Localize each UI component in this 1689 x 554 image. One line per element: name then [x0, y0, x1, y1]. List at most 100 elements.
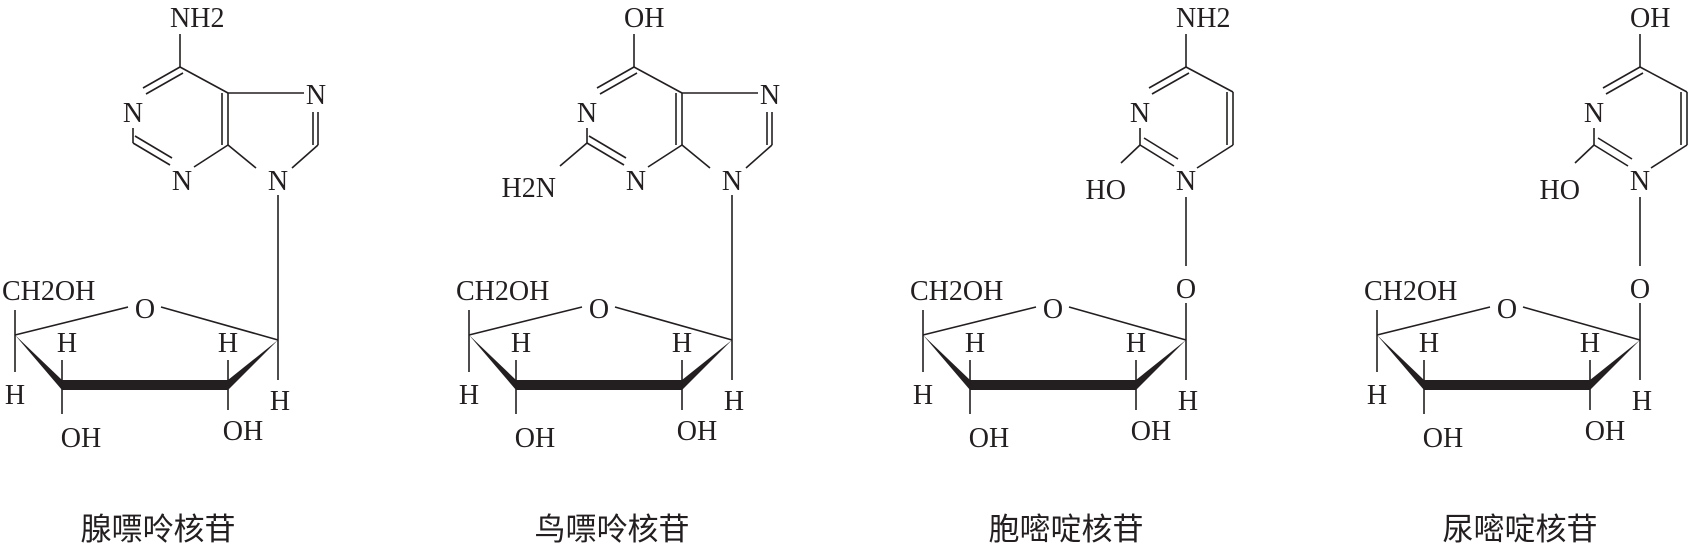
bond	[647, 144, 683, 168]
bond	[193, 144, 229, 168]
h-label: H	[57, 328, 77, 359]
nitrogen-label: N	[268, 166, 288, 197]
bond	[633, 66, 683, 94]
amino-label: H2N	[502, 173, 556, 204]
wedge-bond-c4-c3	[1377, 335, 1424, 390]
nitrogen-label: N	[172, 166, 192, 197]
double-bond	[1593, 144, 1629, 167]
bond-c2-hydroxyl	[1574, 144, 1595, 164]
linking-oxygen-label: O	[1176, 274, 1196, 305]
bond-o-c1	[1068, 306, 1187, 341]
ch2oh-label: CH2OH	[910, 276, 1003, 307]
bond	[291, 144, 319, 169]
nitrogen-label: N	[1630, 166, 1650, 197]
h-label: H	[218, 328, 238, 359]
double-bond	[599, 72, 638, 95]
double-bond	[132, 142, 171, 166]
hydroxyl-label: OH	[1423, 423, 1463, 454]
wedge-bond-c4-c3	[15, 335, 62, 390]
double-bond	[588, 135, 627, 159]
double-bond	[1143, 137, 1179, 160]
double-bond	[1602, 66, 1641, 89]
h-label: H	[1367, 380, 1387, 411]
bond-c4-o	[14, 306, 129, 336]
h-label: H	[1419, 328, 1439, 359]
bond-o-c1	[1522, 306, 1641, 341]
double-bond	[1139, 144, 1175, 167]
h-label: H	[724, 386, 744, 417]
hydroxyl-label: OH	[1131, 416, 1171, 447]
hydroxyl-label: OH	[677, 416, 717, 447]
wedge-bond-c2-c1	[682, 340, 732, 390]
nitrogen-label: N	[760, 80, 780, 111]
nitrogen-label: N	[1584, 98, 1604, 129]
ring-oxygen-label: O	[1043, 294, 1063, 325]
h-label: H	[1632, 386, 1652, 417]
double-bond	[134, 135, 173, 159]
nitrogen-label: N	[577, 98, 597, 129]
bond-c4-o	[922, 306, 1037, 336]
bond	[1639, 66, 1688, 93]
h-label: H	[459, 380, 479, 411]
nitrogen-label: N	[626, 166, 646, 197]
h-label: H	[5, 380, 25, 411]
hydroxyl-label: OH	[223, 416, 263, 447]
h-label: H	[965, 328, 985, 359]
wedge-bond-c4-c3	[923, 335, 970, 390]
purine-base: OH N N N N H2N	[502, 3, 780, 340]
bond	[745, 144, 773, 169]
bond	[1196, 144, 1234, 169]
wedge-bond-c4-c3	[469, 335, 516, 390]
hydroxyl-label: HO	[1540, 175, 1580, 206]
molecule-name: 鸟嘌呤核苷	[535, 512, 690, 548]
wedge-bond-c2-c1	[1136, 340, 1186, 390]
bold-bond-c3-c2	[1424, 380, 1590, 390]
ch2oh-label: CH2OH	[2, 276, 95, 307]
double-bond	[1605, 72, 1644, 95]
molecule-name: 腺嘌呤核苷	[81, 512, 236, 548]
ring-oxygen-label: O	[589, 294, 609, 325]
hydroxyl-label: OH	[1585, 416, 1625, 447]
hydroxyl-label: OH	[969, 423, 1009, 454]
molecule-name: 胞嘧啶核苷	[989, 512, 1144, 548]
h-label: H	[270, 386, 290, 417]
nitrogen-label: N	[1176, 166, 1196, 197]
base-top-substituent: OH	[1630, 3, 1670, 34]
bold-bond-c3-c2	[970, 380, 1136, 390]
double-bond	[1148, 66, 1187, 89]
hydroxyl-label: OH	[515, 423, 555, 454]
base-top-substituent: NH2	[1176, 3, 1230, 34]
wedge-bond-c2-c1	[228, 340, 278, 390]
ring-oxygen-label: O	[135, 294, 155, 325]
bond-o-c1	[160, 306, 279, 341]
bond	[681, 144, 711, 169]
hydroxyl-label: HO	[1086, 175, 1126, 206]
h-label: H	[913, 380, 933, 411]
wedge-bond-c2-c1	[1590, 340, 1640, 390]
molecule-name: 尿嘧啶核苷	[1443, 512, 1598, 548]
nitrogen-label: N	[722, 166, 742, 197]
h-label: H	[511, 328, 531, 359]
base-top-substituent: OH	[624, 3, 664, 34]
bond-o-c1	[614, 306, 733, 341]
h-label: H	[1178, 386, 1198, 417]
nitrogen-label: N	[306, 80, 326, 111]
bond	[1650, 144, 1688, 169]
bold-bond-c3-c2	[62, 380, 228, 390]
double-bond	[586, 142, 625, 166]
bond	[227, 144, 257, 169]
bond-c2-amino	[559, 142, 588, 167]
bond	[1185, 66, 1234, 93]
